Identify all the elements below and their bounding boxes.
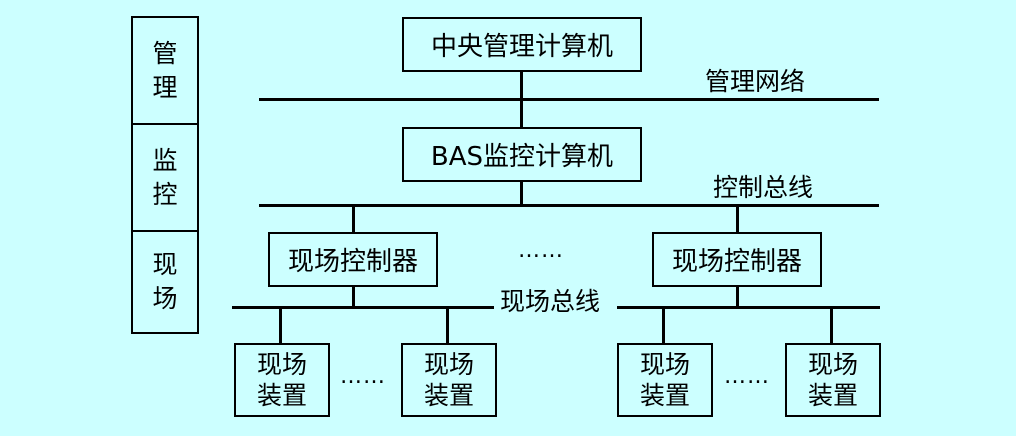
level-management-label: 管理: [152, 38, 178, 102]
field-bus-label: 现场总线: [500, 287, 601, 316]
field-device-2: 现场 装置: [401, 343, 497, 417]
field-device-4-label-bottom: 装置: [807, 381, 858, 410]
field-device-3: 现场 装置: [617, 343, 713, 417]
field-device-3-label-top: 现场: [639, 350, 690, 379]
field-controller-right: 现场控制器: [652, 232, 822, 287]
field-device-4: 现场 装置: [785, 343, 881, 417]
device-drop-4: [830, 307, 833, 344]
control-bus-left-drop: [352, 205, 355, 233]
level-monitoring-label: 监控: [152, 145, 178, 209]
field-device-3-label-bottom: 装置: [639, 381, 690, 410]
device-drop-3: [662, 307, 665, 344]
management-network-line: [259, 98, 879, 101]
level-field-label: 现场: [152, 250, 178, 313]
level-field: 现场: [131, 230, 199, 334]
field-controller-left: 现场控制器: [268, 232, 438, 287]
field-bus-right-line: [617, 306, 880, 309]
central-to-network-connector: [520, 71, 523, 101]
device-ellipsis-right: ……: [724, 364, 770, 389]
central-management-computer: 中央管理计算机: [402, 17, 642, 72]
field-controller-left-label: 现场控制器: [287, 247, 418, 277]
control-bus-line: [259, 204, 879, 207]
bas-monitoring-computer: BAS监控计算机: [402, 127, 642, 182]
device-drop-1: [279, 307, 282, 344]
device-ellipsis-left: ……: [340, 364, 386, 389]
field-device-2-label-top: 现场: [423, 350, 474, 379]
controller-left-down-connector: [352, 286, 355, 308]
field-controller-right-label: 现场控制器: [671, 247, 802, 277]
field-device-2-label-bottom: 装置: [423, 381, 474, 410]
device-drop-2: [446, 307, 449, 344]
control-bus-right-drop: [736, 205, 739, 233]
level-monitoring: 监控: [131, 123, 199, 232]
network-to-bas-connector: [520, 99, 523, 128]
controller-right-down-connector: [736, 286, 739, 308]
field-device-4-label-top: 现场: [807, 350, 858, 379]
level-management: 管理: [131, 16, 199, 125]
field-device-1: 现场 装置: [234, 343, 330, 417]
control-bus-label: 控制总线: [713, 173, 814, 202]
central-management-computer-label: 中央管理计算机: [430, 32, 613, 62]
management-network-label: 管理网络: [705, 67, 806, 96]
controller-ellipsis: ……: [518, 238, 564, 263]
field-device-1-label-top: 现场: [256, 350, 307, 379]
bas-monitoring-computer-label: BAS监控计算机: [430, 142, 614, 172]
bas-to-bus-connector: [520, 181, 523, 206]
field-bus-left-line: [232, 306, 494, 309]
field-device-1-label-bottom: 装置: [256, 381, 307, 410]
